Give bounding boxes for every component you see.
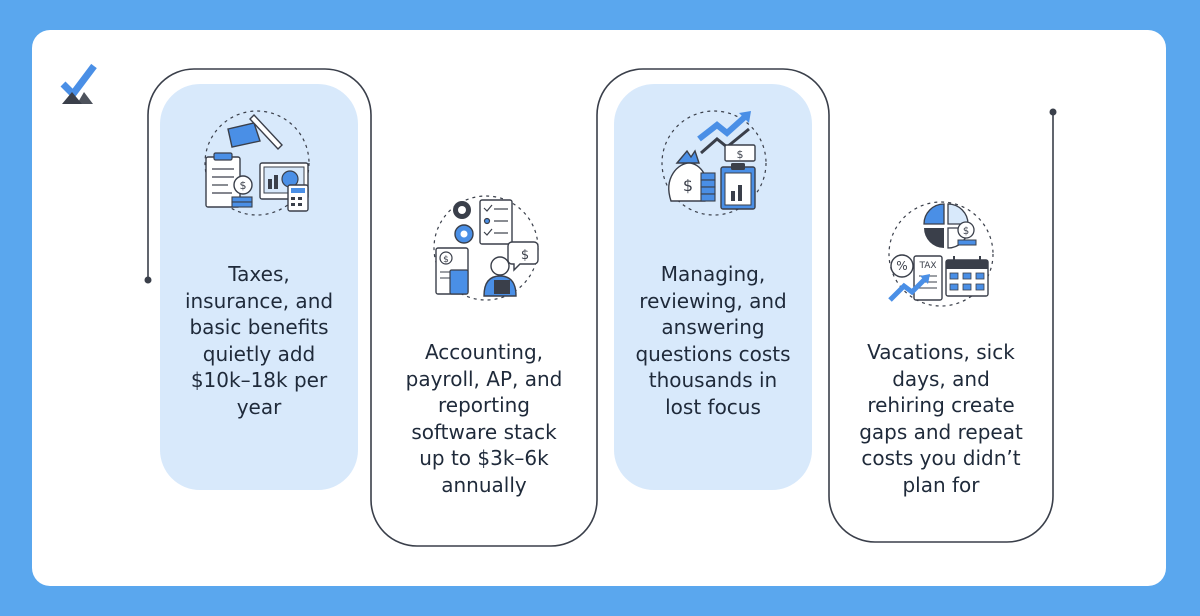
svg-text:$: $ — [683, 176, 693, 195]
step-1-card — [160, 84, 358, 490]
svg-text:$: $ — [737, 148, 744, 161]
step-2-text: Accounting, payroll, AP, and reporting s… — [405, 340, 563, 497]
step-3-card — [614, 84, 812, 490]
finance-team-settings-icon: $ $ — [433, 195, 539, 301]
svg-text:$: $ — [963, 226, 969, 237]
step-1-text: Taxes, insurance, and basic benefits qui… — [184, 262, 334, 419]
brand-logo-icon — [60, 63, 97, 104]
svg-text:$: $ — [443, 255, 449, 265]
step-4-text: Vacations, sick days, and rehiring creat… — [859, 340, 1023, 497]
step-3-text: Managing, reviewing, and answering quest… — [635, 262, 791, 419]
accounting-documents-icon: $ — [204, 110, 310, 216]
svg-text:$: $ — [240, 179, 247, 192]
tax-calendar-chart-icon: $ % TAX — [888, 201, 994, 307]
svg-text:TAX: TAX — [918, 261, 936, 271]
money-growth-clipboard-icon: $ $ — [661, 110, 767, 216]
svg-text:%: % — [896, 259, 907, 273]
svg-text:$: $ — [521, 248, 529, 263]
